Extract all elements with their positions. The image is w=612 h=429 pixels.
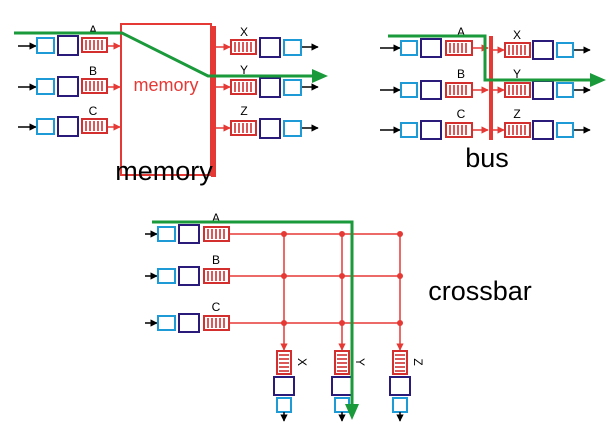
output-port-outer	[556, 42, 574, 58]
output-label: Z	[240, 104, 247, 118]
output-port-inner	[259, 118, 281, 139]
input-port-outer	[157, 315, 176, 331]
memory-box	[120, 23, 212, 176]
input-port-inner	[178, 224, 200, 244]
output-label: Z	[513, 107, 520, 121]
input-label: C	[457, 107, 466, 121]
output-port-inner	[532, 40, 554, 60]
input-port-inner	[420, 38, 442, 58]
output-label: Y	[353, 358, 367, 366]
input-port-inner	[57, 116, 79, 137]
crossbar-panel: A B C X	[145, 211, 532, 422]
input-port-inner	[420, 80, 442, 100]
bus-line	[489, 36, 493, 140]
output-label: Y	[240, 63, 248, 77]
crossbar-input-c: C	[145, 300, 230, 333]
input-port-inner	[420, 120, 442, 140]
memory-caption: memory	[115, 156, 213, 186]
memory-output-z: Z	[216, 104, 319, 139]
input-port-outer	[400, 82, 418, 98]
memory-box-shadow	[211, 26, 216, 177]
crossbar-input-a: A	[145, 211, 230, 244]
memory-box-label: memory	[133, 75, 198, 95]
input-port-outer	[157, 268, 176, 284]
output-port-outer	[556, 82, 574, 98]
output-port-inner	[331, 376, 353, 396]
bus-output-z: Z	[493, 107, 591, 140]
output-label: X	[513, 28, 521, 42]
memory-input-b: B	[18, 64, 121, 97]
input-label: B	[89, 64, 97, 78]
input-port-outer	[36, 118, 55, 135]
crossbar-green-path	[152, 220, 359, 420]
input-port-inner	[178, 266, 200, 286]
output-port-outer	[556, 122, 574, 138]
output-port-outer	[276, 397, 292, 413]
output-label: Y	[513, 67, 521, 81]
memory-input-a: A	[18, 23, 121, 56]
output-port-inner	[259, 37, 281, 58]
output-port-outer	[392, 397, 408, 413]
bus-input-c: C	[380, 107, 489, 140]
output-port-outer	[283, 79, 302, 96]
input-port-inner	[178, 313, 200, 333]
output-port-inner	[259, 77, 281, 98]
input-port-inner	[57, 76, 79, 97]
memory-panel: memory A B C	[14, 23, 328, 186]
input-label: C	[212, 300, 221, 314]
memory-input-c: C	[18, 104, 121, 137]
output-port-outer	[283, 120, 302, 137]
input-label: B	[212, 253, 220, 267]
bus-caption: bus	[465, 143, 509, 173]
crossbar-caption: crossbar	[428, 276, 532, 306]
output-port-inner	[389, 376, 411, 396]
input-label: A	[212, 211, 220, 225]
bus-output-x: X	[493, 28, 591, 60]
output-port-inner	[532, 120, 554, 140]
input-port-outer	[36, 37, 55, 54]
bus-output-y: Y	[493, 67, 591, 100]
input-label: B	[457, 67, 465, 81]
bus-green-path	[388, 34, 606, 87]
input-port-outer	[157, 226, 176, 242]
output-label: X	[240, 25, 248, 39]
memory-green-path	[14, 31, 328, 83]
memory-output-x: X	[216, 25, 319, 58]
bus-panel: A B C X	[380, 25, 606, 173]
input-port-outer	[36, 78, 55, 95]
output-label: X	[295, 358, 309, 366]
memory-output-y: Y	[216, 63, 319, 98]
bus-input-a: A	[380, 25, 489, 58]
crossbar-junctions	[281, 231, 403, 326]
crossbar-output-x: X	[273, 343, 309, 422]
input-port-outer	[400, 122, 418, 138]
input-port-outer	[400, 40, 418, 56]
output-port-inner	[532, 80, 554, 100]
bus-input-b: B	[380, 67, 489, 100]
crossbar-output-z: Z	[389, 343, 425, 422]
output-port-inner	[273, 376, 295, 396]
input-label: A	[89, 23, 97, 37]
input-label: C	[89, 104, 98, 118]
input-port-inner	[57, 35, 79, 56]
input-label: A	[457, 25, 465, 39]
output-label: Z	[411, 358, 425, 365]
output-port-outer	[283, 39, 302, 56]
crossbar-grid	[230, 233, 401, 345]
crossbar-input-b: B	[145, 253, 230, 286]
